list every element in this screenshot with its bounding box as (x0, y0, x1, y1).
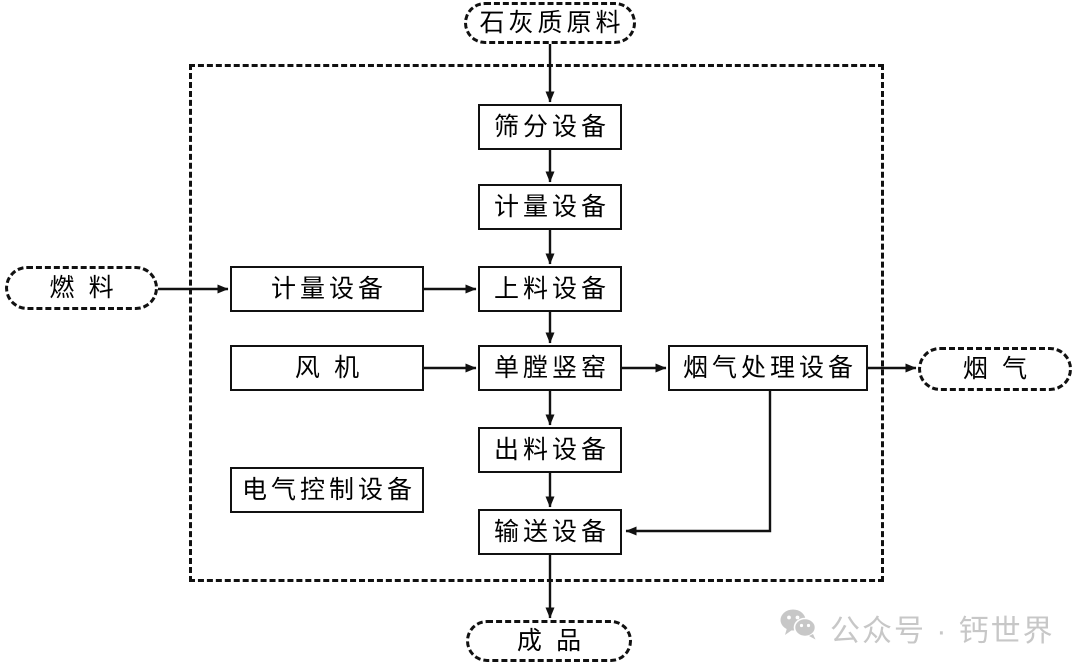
node-electrical-control[interactable]: 电气控制设备 (230, 467, 424, 513)
node-fluegas-output[interactable]: 烟 气 (918, 347, 1072, 391)
node-label: 成 品 (516, 627, 586, 655)
watermark-text: 公众号 · 钙世界 (830, 615, 1055, 648)
watermark: 公众号 · 钙世界 (780, 606, 1055, 650)
node-fan[interactable]: 风 机 (230, 345, 424, 391)
node-label: 石灰质原料 (479, 9, 625, 37)
node-label: 计量设备 (270, 275, 387, 303)
node-label: 上料设备 (493, 275, 610, 303)
node-shaft-kiln[interactable]: 单膛竖窑 (478, 345, 622, 391)
node-label: 电气控制设备 (241, 476, 416, 504)
node-fuel[interactable]: 燃 料 (5, 266, 158, 310)
node-conveying[interactable]: 输送设备 (478, 509, 622, 555)
node-metering-fuel[interactable]: 计量设备 (230, 266, 424, 312)
node-discharge[interactable]: 出料设备 (478, 427, 622, 473)
node-label: 风 机 (294, 354, 364, 382)
process-boundary (189, 64, 884, 582)
node-feeding[interactable]: 上料设备 (478, 266, 622, 312)
node-label: 单膛竖窑 (493, 354, 610, 382)
node-label: 计量设备 (493, 193, 610, 221)
wechat-icon (780, 608, 818, 648)
node-finished-product[interactable]: 成 品 (466, 620, 632, 662)
node-label: 燃 料 (49, 274, 118, 302)
node-limestone[interactable]: 石灰质原料 (464, 2, 636, 44)
node-label: 烟 气 (962, 355, 1032, 383)
node-fluegas-treatment[interactable]: 烟气处理设备 (668, 345, 868, 391)
node-label: 出料设备 (493, 436, 610, 464)
node-screening[interactable]: 筛分设备 (478, 104, 622, 150)
node-label: 输送设备 (493, 518, 610, 546)
node-label: 筛分设备 (493, 113, 610, 141)
node-metering-limestone[interactable]: 计量设备 (478, 184, 622, 230)
node-label: 烟气处理设备 (682, 354, 857, 382)
